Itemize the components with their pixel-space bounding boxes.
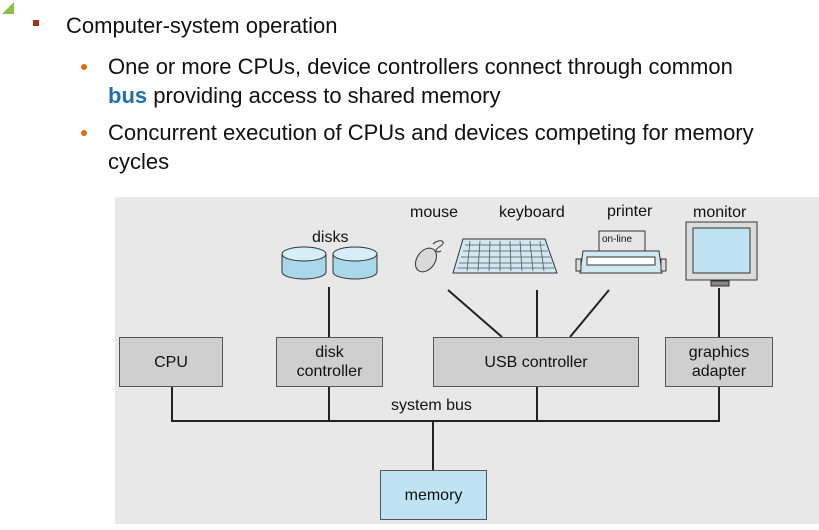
- mouse-icon: [415, 240, 444, 273]
- bullet-concurrent-line2: cycles: [108, 149, 170, 174]
- disk-controller-box: disk controller: [276, 337, 383, 387]
- bullet-cpus-bus: One or more CPUs, device controllers con…: [108, 52, 733, 110]
- bullet-cpus-text: One or more CPUs, device controllers con…: [108, 54, 733, 79]
- computer-system-diagram: disks mouse keyboard printer on-line mon…: [115, 197, 819, 524]
- system-bus-lines: [171, 387, 720, 470]
- printer-icon: [575, 230, 667, 274]
- dot-bullet-icon: [81, 130, 87, 136]
- usb-controller-label: USB controller: [484, 353, 588, 371]
- disks-label: disks: [312, 229, 349, 246]
- diagram-lines-and-devices: [171, 221, 758, 470]
- cpu-label: CPU: [154, 353, 188, 371]
- printer-status-label: on-line: [602, 234, 633, 245]
- square-bullet-icon: [33, 20, 39, 26]
- corner-decoration-icon: [2, 2, 14, 14]
- graphics-adapter-label-line1: graphics: [688, 344, 750, 361]
- bullet-computer-system-operation: Computer-system operation: [66, 13, 338, 38]
- device-connection-lines: [328, 287, 720, 338]
- disk-controller-label-line1: disk: [315, 344, 344, 361]
- disk-controller-label-line2: controller: [296, 363, 363, 380]
- monitor-icon: [685, 221, 758, 287]
- system-bus-label: system bus: [391, 397, 472, 414]
- monitor-label: monitor: [693, 204, 747, 221]
- keyboard-label: keyboard: [499, 204, 565, 221]
- bullet-concurrent-execution: Concurrent execution of CPUs and devices…: [108, 118, 754, 176]
- keyboard-icon: [452, 238, 558, 274]
- memory-label: memory: [404, 486, 463, 504]
- usb-controller-box: USB controller: [433, 337, 639, 387]
- bullet-shared-memory-text: providing access to shared memory: [147, 83, 501, 108]
- bullet-concurrent-line1: Concurrent execution of CPUs and devices…: [108, 120, 754, 145]
- memory-box: memory: [380, 470, 487, 520]
- bus-keyword: bus: [108, 83, 148, 108]
- mouse-label: mouse: [410, 204, 459, 221]
- dot-bullet-icon: [81, 64, 87, 70]
- printer-label: printer: [607, 203, 653, 220]
- disks-icon: [281, 246, 378, 280]
- graphics-adapter-label-line2: adapter: [691, 363, 747, 380]
- cpu-box: CPU: [119, 337, 223, 387]
- graphics-adapter-box: graphics adapter: [665, 337, 773, 387]
